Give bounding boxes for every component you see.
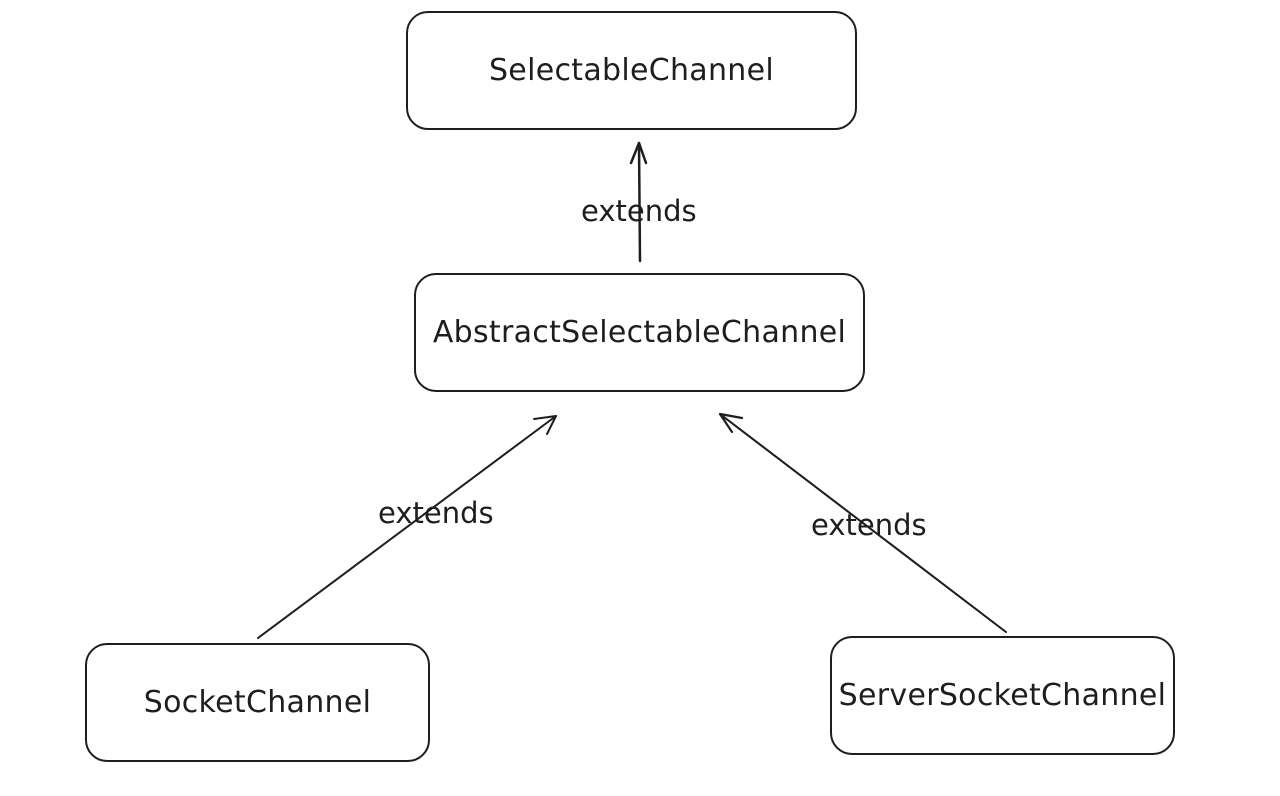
arrowhead-socket-to-abstract	[533, 415, 557, 435]
node-server-socket-channel: ServerSocketChannel	[830, 636, 1175, 755]
arrowhead-abstract-to-selectable	[629, 141, 648, 165]
edge-label-socket-to-abstract: extends	[378, 496, 494, 530]
arrowhead-server-to-abstract	[718, 412, 744, 434]
node-socket-channel: SocketChannel	[85, 643, 430, 762]
edge-label-abstract-to-selectable: extends	[581, 194, 697, 228]
node-selectable-channel: SelectableChannel	[406, 11, 857, 130]
edge-label-server-to-abstract: extends	[811, 508, 927, 542]
node-abstract-selectable-channel: AbstractSelectableChannel	[414, 273, 865, 392]
